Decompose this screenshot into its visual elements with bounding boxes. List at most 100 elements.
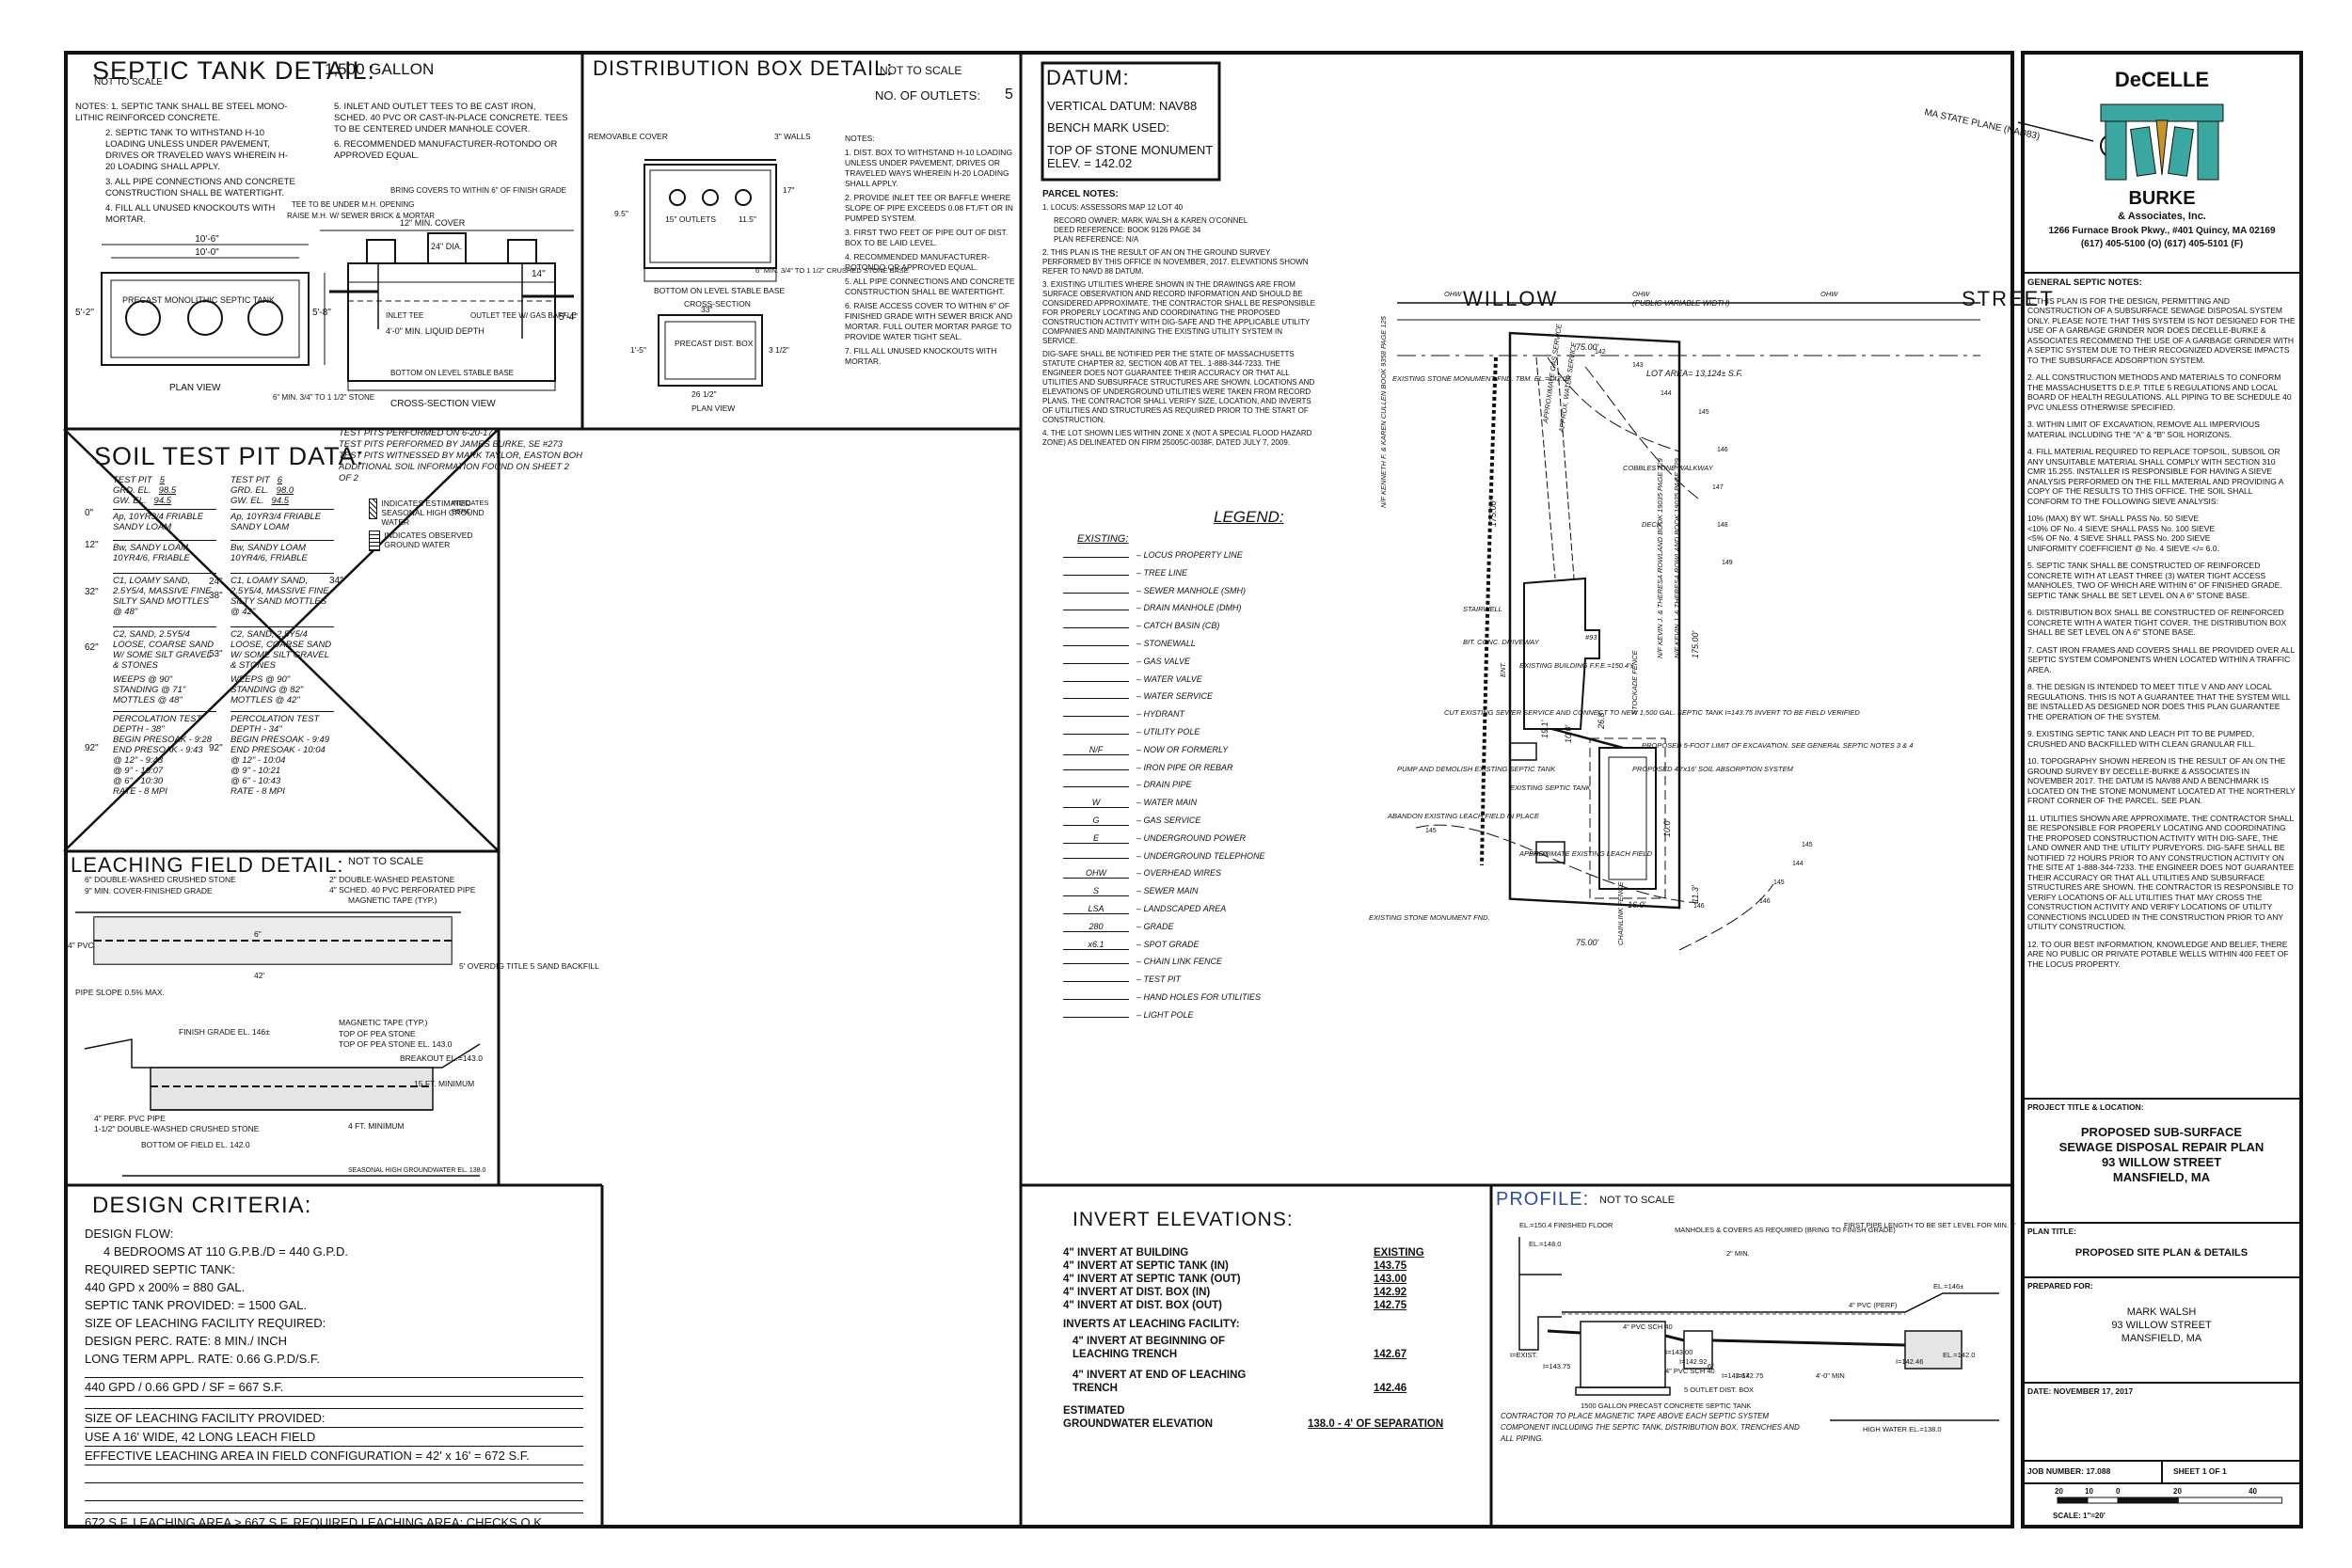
legend-label: UNDERGROUND TELEPHONE — [1143, 850, 1265, 861]
parcel-note: 2. THIS PLAN IS THE RESULT OF AN ON THE … — [1042, 248, 1309, 276]
depth-mark: 53" — [209, 649, 223, 659]
legend-symbol — [1063, 557, 1129, 558]
site-dimension: 175.00' — [1691, 630, 1700, 658]
pit-grd-value: 98.5 — [158, 485, 177, 496]
legend-symbol: N/F — [1063, 745, 1129, 755]
pit-name: TEST PIT — [230, 475, 270, 485]
legend-symbol: W — [1063, 798, 1129, 809]
legend-label: LOCUS PROPERTY LINE — [1143, 550, 1243, 560]
dbox-outlets-label: NO. OF OUTLETS: — [875, 88, 980, 103]
leach-label: FINISH GRADE EL. 146± — [179, 1027, 270, 1037]
septic-label: 6" MIN. 3/4" TO 1 1/2" STONE — [273, 393, 374, 402]
legend-item: G– GAS SERVICE — [1063, 816, 1200, 826]
legend-label: UTILITY POLE — [1143, 727, 1200, 736]
datum-title: DATUM: — [1046, 66, 1130, 89]
site-label: EXISTING SEPTIC TANK — [1510, 784, 1592, 792]
legend-symbol — [1063, 857, 1129, 859]
soil-header-line: TEST PITS PERFORMED BY JAMES BURKE, SE #… — [339, 439, 563, 450]
contour-label: 145 — [1802, 842, 1813, 848]
perc-line: @ 6" - 10:30 — [113, 776, 164, 786]
plan-view-label: PLAN VIEW — [169, 383, 221, 393]
septic-label: BRING COVERS TO WITHIN 6" OF FINISH GRAD… — [390, 186, 566, 195]
design-line: SEPTIC TANK PROVIDED: = 1500 GAL. — [85, 1298, 308, 1312]
contour-label: 148 — [1717, 522, 1728, 529]
firm-name-mid: BURKE — [2128, 188, 2196, 209]
soil-legend-text: INDICATES OBSERVED GROUND WATER — [384, 531, 473, 549]
design-line: 440 GPD / 0.66 GPD / SF = 667 S.F. — [85, 1377, 583, 1397]
site-dimension: 10.0' — [1564, 724, 1573, 743]
contour-label: 143 — [1632, 362, 1644, 369]
design-line: SIZE OF LEACHING FACILITY PROVIDED: — [85, 1408, 583, 1427]
perc-line: RATE - 8 MPI — [230, 786, 285, 797]
legend-item: – SEWER MANHOLE (SMH) — [1063, 586, 1246, 595]
datum-top: TOP OF STONE MONUMENT — [1047, 143, 1214, 157]
legend-item: – TEST PIT — [1063, 974, 1181, 984]
legend-item: 280– GRADE — [1063, 922, 1174, 932]
invert-row: 4" INVERT AT SEPTIC TANK (IN)143.75 — [1063, 1260, 1407, 1272]
scale-tick: 0 — [2116, 1487, 2121, 1496]
legend-label: TEST PIT — [1143, 974, 1182, 985]
soil-header: TEST PITS PERFORMED ON 6-20-17 TEST PITS… — [339, 428, 583, 484]
profile-label: FIRST PIPE LENGTH TO BE SET LEVEL FOR MI… — [1844, 1221, 2016, 1229]
pit-layer: Ap, 10YR3/4 FRIABLE SANDY LOAM — [230, 509, 334, 532]
contour-label: 149 — [1722, 560, 1733, 566]
parcel-title: PARCEL NOTES: — [1042, 189, 1119, 199]
legend-label: GRADE — [1143, 921, 1174, 931]
site-dimension: 19.1' — [1540, 720, 1549, 738]
pit-grd-value: 98.0 — [276, 485, 294, 496]
pit-name: TEST PIT — [113, 475, 152, 485]
project-line: SEWAGE DISPOSAL REPAIR PLAN — [2058, 1140, 2265, 1154]
legend-item: x6.1– SPOT GRADE — [1063, 940, 1200, 950]
dbox-outlets-value: 5 — [1005, 87, 1013, 103]
legend-label: HAND HOLES FOR UTILITIES — [1143, 992, 1262, 1002]
project-line: PROPOSED SUB-SURFACE — [2080, 1125, 2243, 1139]
profile-label: 5 OUTLET DIST. BOX — [1684, 1386, 1754, 1394]
general-note: 4. FILL MATERIAL REQUIRED TO REPLACE TOP… — [2027, 447, 2283, 506]
pit-layer: C1, LOAMY SAND, 2.5Y5/4, MASSIVE FINE SI… — [230, 573, 334, 617]
dbox-label: 3 1/2" — [769, 345, 789, 355]
proposed-leach-field — [1598, 747, 1657, 890]
pit-gw-label: GW. EL. — [113, 496, 147, 506]
septic-tank-drawing: 10'-6" 10'-0" 5'-2" 5'-8" 14" 5'-4" 4'-0… — [75, 186, 578, 409]
dbox-note: 2. PROVIDE INLET TEE OR BAFFLE WHERE SLO… — [845, 193, 1013, 223]
leach-label: TOP OF PEA STONE EL. 143.0 — [339, 1039, 453, 1049]
leach-title: LEACHING FIELD DETAIL: — [71, 853, 344, 877]
prepared-block: PREPARED FOR: MARK WALSH 93 WILLOW STREE… — [2027, 1281, 2296, 1345]
site-label: ABANDON EXISTING LEACH FIELD IN PLACE — [1387, 812, 1540, 820]
legend-item: – TREE LINE — [1063, 568, 1187, 578]
invert-row: 4" INVERT AT BEGINNING OF LEACHING TRENC… — [1073, 1336, 1407, 1360]
prepared-line: MARK WALSH — [2126, 1307, 2197, 1318]
scale-tick: 40 — [2249, 1487, 2257, 1496]
dim-text: 5'-4" — [559, 312, 578, 323]
date-field: DATE: NOVEMBER 17, 2017 — [2027, 1386, 2134, 1396]
contour-label: 145 — [1698, 409, 1709, 416]
firm-name-sub: & Associates, Inc. — [2118, 211, 2206, 222]
depth-mark: 32" — [85, 587, 99, 597]
profile-label: EL.=150.4 FINISHED FLOOR — [1519, 1221, 1613, 1229]
septic-scale: NOT TO SCALE — [94, 77, 163, 87]
profile-label: I=EXIST. — [1510, 1351, 1537, 1359]
perc-line: BEGIN PRESOAK - 9:28 — [113, 735, 213, 745]
perc-line: @ 6" - 10:43 — [230, 776, 281, 786]
soil-legend-perc: INDICATES PERC — [452, 499, 489, 515]
profile-label: 4" PVC (PERF) — [1849, 1301, 1898, 1309]
perc-line: END PRESOAK - 10:04 — [230, 745, 326, 755]
graphic-scale: 20 10 0 20 40 SCALE: 1"=20' — [2053, 1487, 2282, 1520]
legend-item: OHW– OVERHEAD WIRES — [1063, 868, 1221, 879]
invert-row: 4" INVERT AT SEPTIC TANK (OUT)143.00 — [1063, 1274, 1407, 1285]
legend-item: W– WATER MAIN — [1063, 798, 1197, 809]
parcel-note: RECORD OWNER: MARK WALSH & KAREN O'CONNE… — [1054, 216, 1248, 225]
dbox-plan-outline — [658, 314, 763, 387]
depth-mark: 38" — [209, 591, 223, 601]
legend-label: CHAIN LINK FENCE — [1143, 957, 1223, 967]
general-note: 9. EXISTING SEPTIC TANK AND LEACH PIT TO… — [2027, 729, 2256, 749]
site-label: EXISTING STONE MONUMENT FND. TBM. EL.=14… — [1392, 374, 1571, 383]
site-label: N/F KEVIN J. & THERESA ROWLAND BOOK 1903… — [1673, 457, 1681, 658]
general-note: 1. THIS PLAN IS FOR THE DESIGN, PERMITTI… — [2027, 295, 2296, 365]
dbox-drawing: REMOVABLE COVER 3" WALLS 9.5" 15" OUTLET… — [588, 132, 909, 413]
dbox-note: 4. RECOMMENDED MANUFACTURER-ROTONDO OR A… — [845, 252, 990, 272]
profile-title: PROFILE: — [1496, 1189, 1590, 1210]
project-line: 93 WILLOW STREET — [2101, 1155, 2222, 1169]
